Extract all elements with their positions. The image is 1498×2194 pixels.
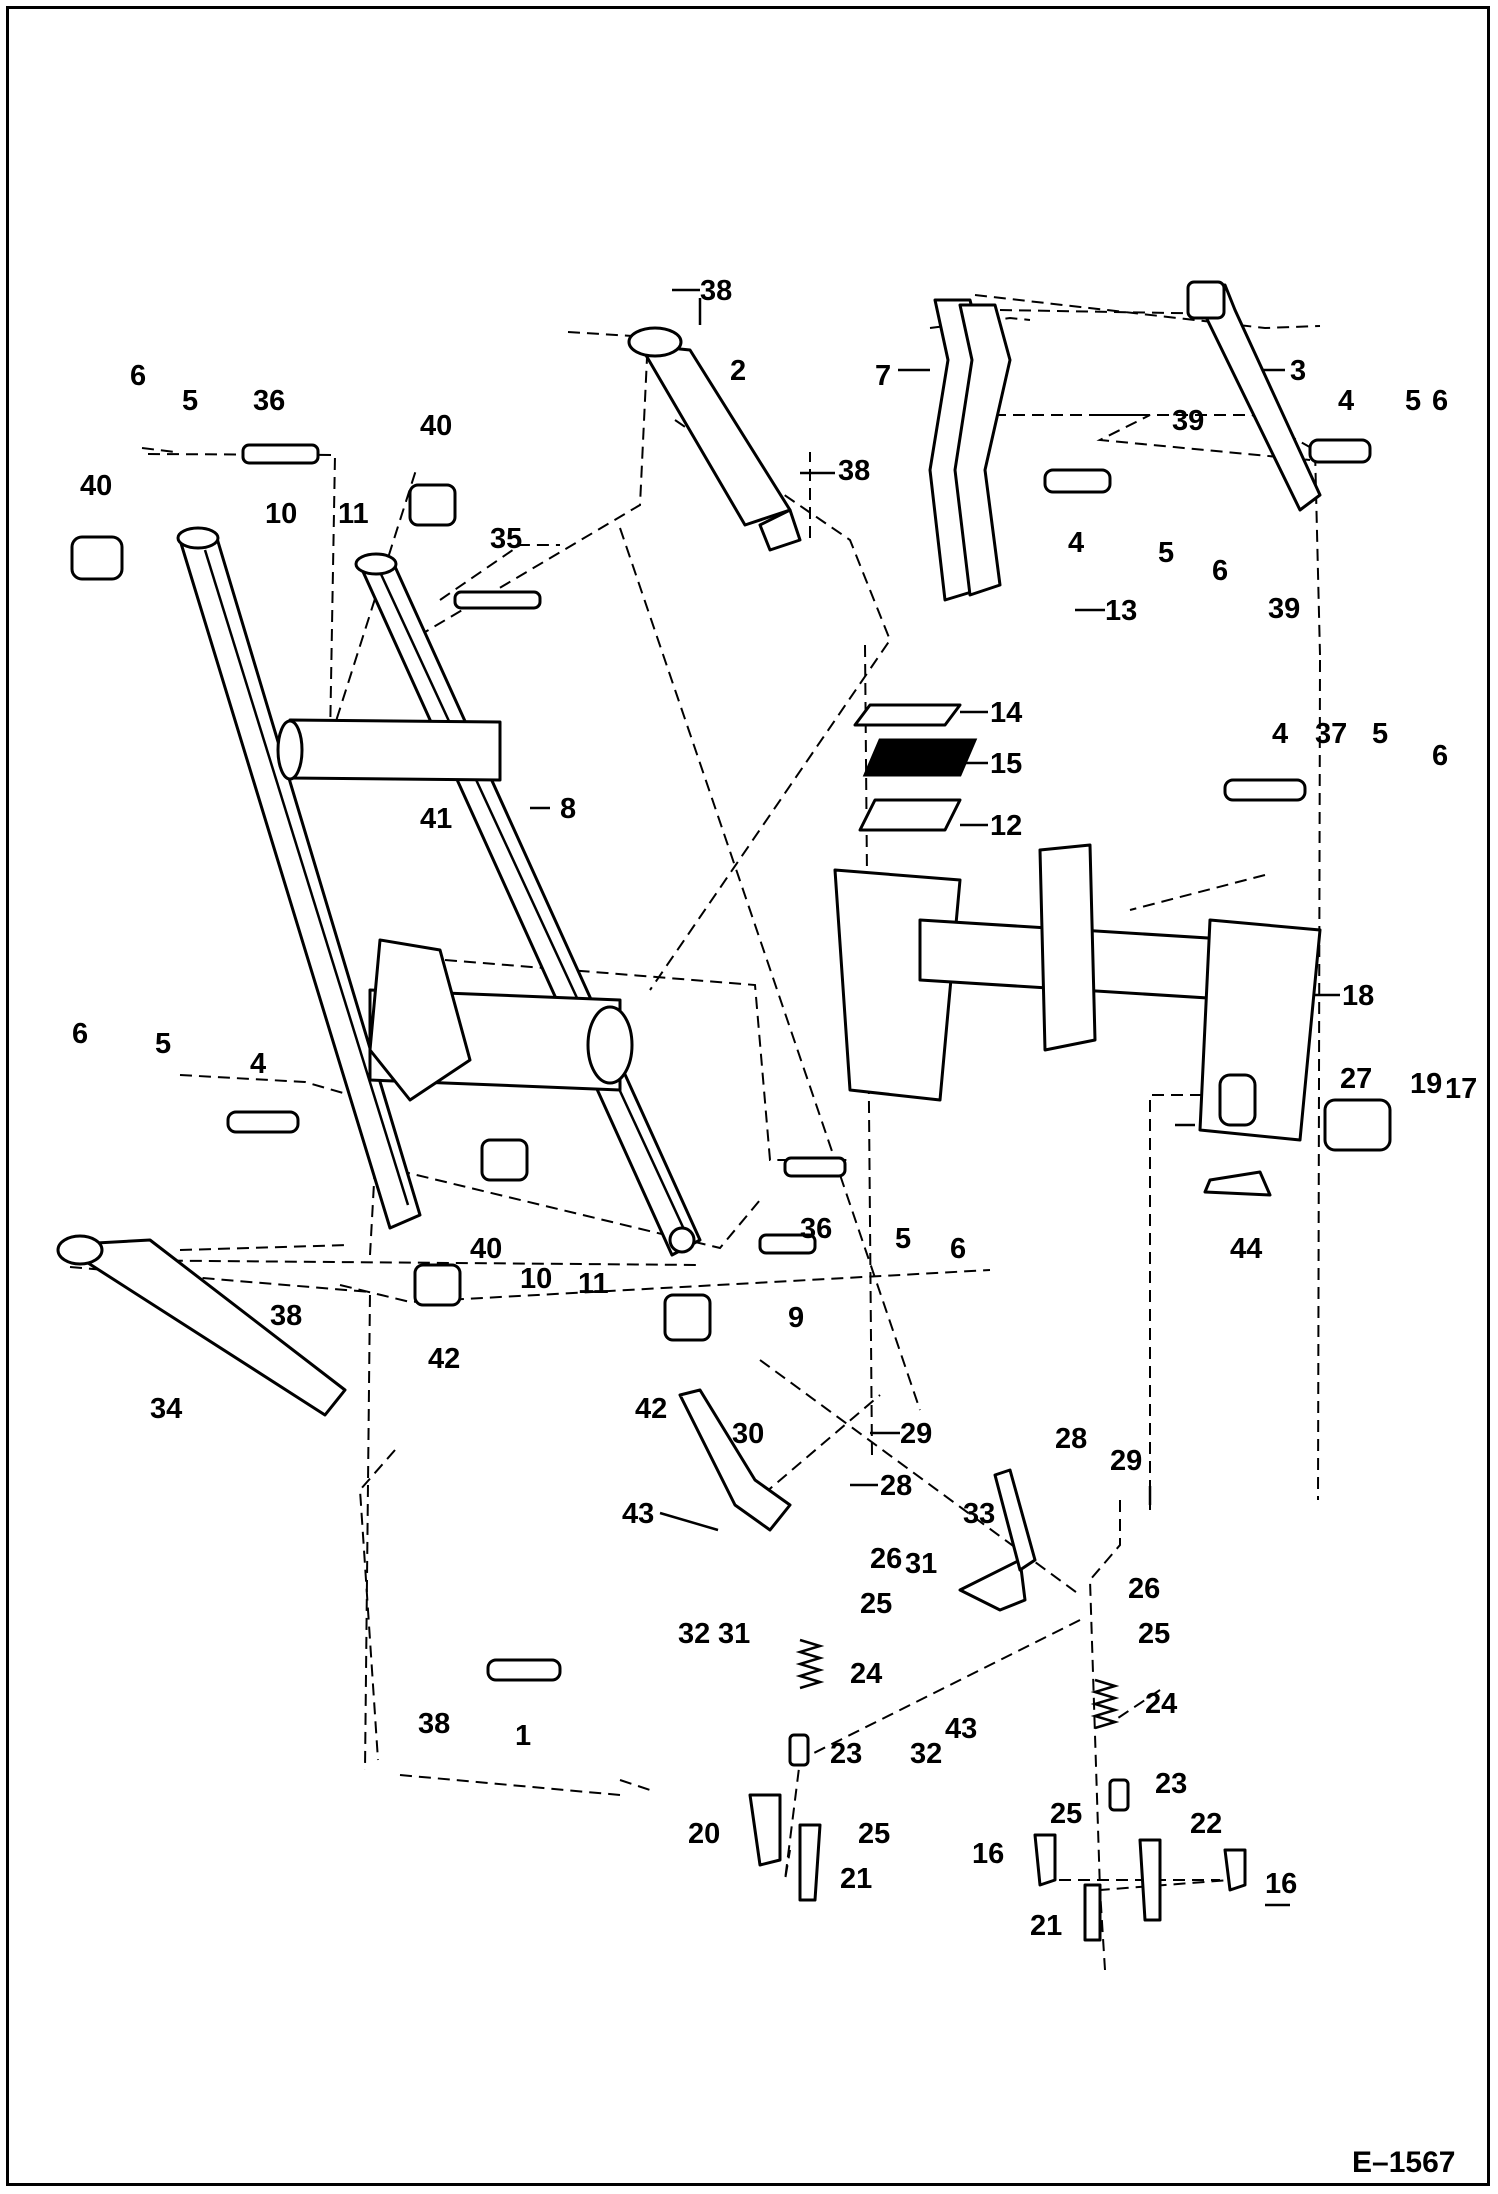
callout-44: 44 — [1230, 1233, 1262, 1265]
callout-6: 6 — [950, 1233, 966, 1265]
callout-24: 24 — [1145, 1688, 1177, 1720]
callout-4: 4 — [1338, 385, 1354, 417]
callout-1: 1 — [515, 1720, 531, 1752]
figure-id: E–1567 — [1352, 2146, 1455, 2179]
callout-10: 10 — [265, 498, 297, 530]
callout-43: 43 — [945, 1713, 977, 1745]
callout-7: 7 — [875, 360, 891, 392]
callout-38: 38 — [270, 1300, 302, 1332]
callout-40: 40 — [420, 410, 452, 442]
callout-24: 24 — [850, 1658, 882, 1690]
callout-5: 5 — [182, 385, 198, 417]
callout-34: 34 — [150, 1393, 182, 1425]
callout-3: 3 — [1290, 355, 1306, 387]
callout-25: 25 — [1138, 1618, 1170, 1650]
part-mount-plates — [853, 703, 978, 832]
callout-25: 25 — [858, 1818, 890, 1850]
callout-2: 2 — [730, 355, 746, 387]
callout-16: 16 — [1265, 1868, 1297, 1900]
callout-11: 11 — [338, 498, 369, 530]
callout-39: 39 — [1268, 593, 1300, 625]
callout-9: 9 — [788, 1302, 804, 1334]
callout-36: 36 — [800, 1213, 832, 1245]
callout-23: 23 — [1155, 1768, 1187, 1800]
callout-23: 23 — [830, 1738, 862, 1770]
callout-27: 27 — [1340, 1063, 1372, 1095]
callout-4: 4 — [1068, 527, 1084, 559]
callout-40: 40 — [470, 1233, 502, 1265]
callout-25: 25 — [860, 1588, 892, 1620]
callout-14: 14 — [990, 697, 1022, 729]
part-lift-cylinder-upper — [627, 326, 802, 552]
callout-37: 37 — [1315, 718, 1347, 750]
callout-20: 20 — [688, 1818, 720, 1850]
callout-15: 15 — [990, 748, 1022, 780]
callout-21: 21 — [1030, 1910, 1062, 1942]
callout-labels: 1 2 3 4 4 4 4 5 5 5 5 5 5 6 6 6 6 6 6 7 … — [72, 275, 1477, 2179]
callout-16: 16 — [972, 1838, 1004, 1870]
callout-18: 18 — [1342, 980, 1374, 1012]
callout-12: 12 — [990, 810, 1022, 842]
callout-38: 38 — [838, 455, 870, 487]
callout-19: 19 — [1410, 1068, 1442, 1100]
callout-33: 33 — [963, 1498, 995, 1530]
callout-6: 6 — [1212, 555, 1228, 587]
callout-4: 4 — [1272, 718, 1288, 750]
callout-31: 31 — [905, 1548, 937, 1580]
callout-6: 6 — [1432, 740, 1448, 772]
part-brackets-lower — [748, 1170, 1272, 1942]
callout-5: 5 — [1405, 385, 1421, 417]
callout-5: 5 — [895, 1223, 911, 1255]
callout-32: 32 — [678, 1618, 710, 1650]
callout-32: 32 — [910, 1738, 942, 1770]
part-link-7 — [928, 298, 1012, 602]
diagram-frame — [6, 6, 1490, 2186]
callout-41: 41 — [420, 803, 452, 835]
callout-5: 5 — [1158, 537, 1174, 569]
callout-13: 13 — [1105, 595, 1137, 627]
callout-4: 4 — [250, 1048, 266, 1080]
callout-11: 11 — [578, 1268, 609, 1300]
callout-29: 29 — [1110, 1445, 1142, 1477]
callout-10: 10 — [520, 1263, 552, 1295]
callout-28: 28 — [1055, 1423, 1087, 1455]
callout-5: 5 — [1372, 718, 1388, 750]
callout-21: 21 — [840, 1863, 872, 1895]
leader-lines — [530, 288, 1340, 1907]
part-levers — [678, 1388, 1037, 1612]
part-crosstube-lower — [368, 938, 634, 1102]
part-cylinder-34 — [56, 1234, 347, 1417]
callout-42: 42 — [428, 1343, 460, 1375]
callout-17: 17 — [1445, 1073, 1477, 1105]
part-crosstube-upper — [276, 718, 502, 782]
callout-36: 36 — [253, 385, 285, 417]
callout-31: 31 — [718, 1618, 750, 1650]
callout-22: 22 — [1190, 1808, 1222, 1840]
part-rear-frame-18 — [833, 843, 1322, 1142]
part-lift-arm-left — [176, 526, 422, 1230]
callout-39: 39 — [1172, 405, 1204, 437]
callout-35: 35 — [490, 523, 522, 555]
callout-6: 6 — [72, 1018, 88, 1050]
part-pins-and-washers — [70, 438, 1392, 1682]
callout-38: 38 — [700, 275, 732, 307]
callout-38: 38 — [418, 1708, 450, 1740]
callout-42: 42 — [635, 1393, 667, 1425]
callout-40: 40 — [80, 470, 112, 502]
callout-6: 6 — [1432, 385, 1448, 417]
callout-6: 6 — [130, 360, 146, 392]
callout-26: 26 — [870, 1543, 902, 1575]
callout-26: 26 — [1128, 1573, 1160, 1605]
callout-28: 28 — [880, 1470, 912, 1502]
callout-25: 25 — [1050, 1798, 1082, 1830]
callout-43: 43 — [622, 1498, 654, 1530]
callout-5: 5 — [155, 1028, 171, 1060]
part-link-3 — [1186, 280, 1322, 512]
callout-29: 29 — [900, 1418, 932, 1450]
part-springs — [788, 1638, 1130, 1812]
callout-30: 30 — [732, 1418, 764, 1450]
callout-8: 8 — [560, 793, 576, 825]
